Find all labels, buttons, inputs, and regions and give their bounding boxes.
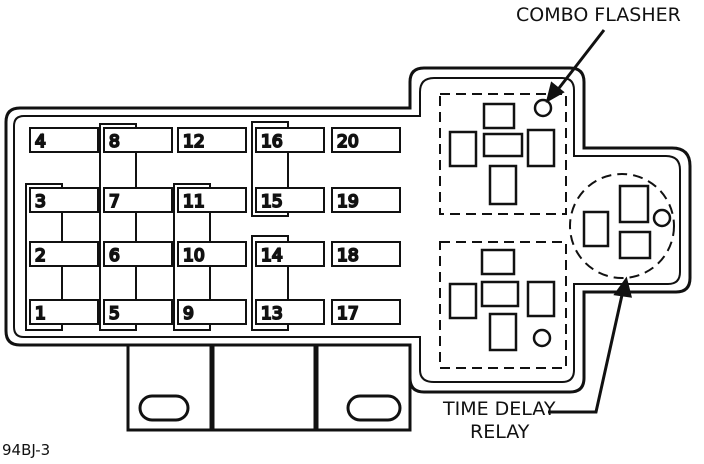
fuse-number-19: 19 xyxy=(337,192,359,212)
relay-group-upper xyxy=(439,93,567,215)
fuse-number-5: 5 xyxy=(109,304,120,324)
fuse-number-17: 17 xyxy=(337,304,359,324)
relay-terminal xyxy=(482,102,516,130)
relay-terminal-round xyxy=(532,328,552,348)
fuse-slot-16 xyxy=(255,127,325,153)
fuse-slot-6 xyxy=(103,241,173,267)
combo-flasher-leader xyxy=(554,29,606,93)
fuse-column-bracket xyxy=(251,121,289,217)
relay-terminal xyxy=(480,280,520,308)
relay-group-lower xyxy=(439,241,567,369)
relay-terminal xyxy=(582,210,610,248)
fuse-number-15: 15 xyxy=(261,192,283,212)
time-delay-relay-label-line1: TIME DELAY xyxy=(442,398,556,420)
fuse-slot-14 xyxy=(255,241,325,267)
fuse-slot-13 xyxy=(255,299,325,325)
fuse-number-7: 7 xyxy=(109,192,120,212)
fuse-number-13: 13 xyxy=(261,304,283,324)
relay-terminal xyxy=(480,248,516,276)
fuse-slot-18 xyxy=(331,241,401,267)
fuse-slot-12 xyxy=(177,127,247,153)
fuse-number-1: 1 xyxy=(35,304,46,324)
relay-terminal xyxy=(488,312,518,352)
time-delay-relay-arrowhead xyxy=(613,276,632,298)
fuse-number-2: 2 xyxy=(35,246,46,266)
fuse-slot-8 xyxy=(103,127,173,153)
fuse-number-4: 4 xyxy=(35,132,46,152)
callout-leaders xyxy=(545,29,632,414)
fuse-slot-20 xyxy=(331,127,401,153)
fuse-slot-2 xyxy=(29,241,99,267)
combo-flasher-label: COMBO FLASHER xyxy=(516,4,681,26)
fuse-number-9: 9 xyxy=(183,304,194,324)
fuse-slot-15 xyxy=(255,187,325,213)
combo-flasher-arrowhead xyxy=(545,81,565,104)
mounting-bracket xyxy=(126,345,412,432)
fuse-number-6: 6 xyxy=(109,246,120,266)
fuse-slot-9 xyxy=(177,299,247,325)
relay-terminal-round xyxy=(652,208,672,228)
fuse-number-8: 8 xyxy=(109,132,120,152)
mounting-slot-right xyxy=(346,394,402,422)
relay-terminal xyxy=(618,184,650,224)
combo-flasher-terminal xyxy=(533,98,553,118)
mounting-slot-left xyxy=(138,394,190,422)
fuse-slot-19 xyxy=(331,187,401,213)
fuse-number-20: 20 xyxy=(337,132,359,152)
relay-terminal xyxy=(482,132,524,158)
fuse-slot-3 xyxy=(29,187,99,213)
fuse-number-18: 18 xyxy=(337,246,359,266)
figure-code: 94BJ-3 xyxy=(2,441,50,459)
fuse-slot-4 xyxy=(29,127,99,153)
fuse-column-bracket xyxy=(251,235,289,331)
relay-terminal xyxy=(526,280,556,318)
relay-terminal xyxy=(526,128,556,168)
fuse-slot-5 xyxy=(103,299,173,325)
fuse-number-10: 10 xyxy=(183,246,205,266)
fuse-number-3: 3 xyxy=(35,192,46,212)
relay-terminal xyxy=(448,130,478,168)
fuse-slot-11 xyxy=(177,187,247,213)
fuse-number-14: 14 xyxy=(261,246,283,266)
relay-terminal xyxy=(618,230,652,260)
fuse-number-12: 12 xyxy=(183,132,205,152)
time-delay-relay-leader xyxy=(548,285,626,414)
relay-terminal xyxy=(488,164,518,206)
fuse-column-bracket xyxy=(99,123,137,331)
fuse-number-16: 16 xyxy=(261,132,283,152)
time-delay-relay-label-line2: RELAY xyxy=(470,421,530,443)
fuse-slot-1 xyxy=(29,299,99,325)
fuse-slot-7 xyxy=(103,187,173,213)
time-delay-relay-socket xyxy=(569,173,675,279)
fuse-slot-10 xyxy=(177,241,247,267)
relay-terminal xyxy=(448,282,478,320)
fuse-slot-17 xyxy=(331,299,401,325)
fuse-number-11: 11 xyxy=(183,192,205,212)
